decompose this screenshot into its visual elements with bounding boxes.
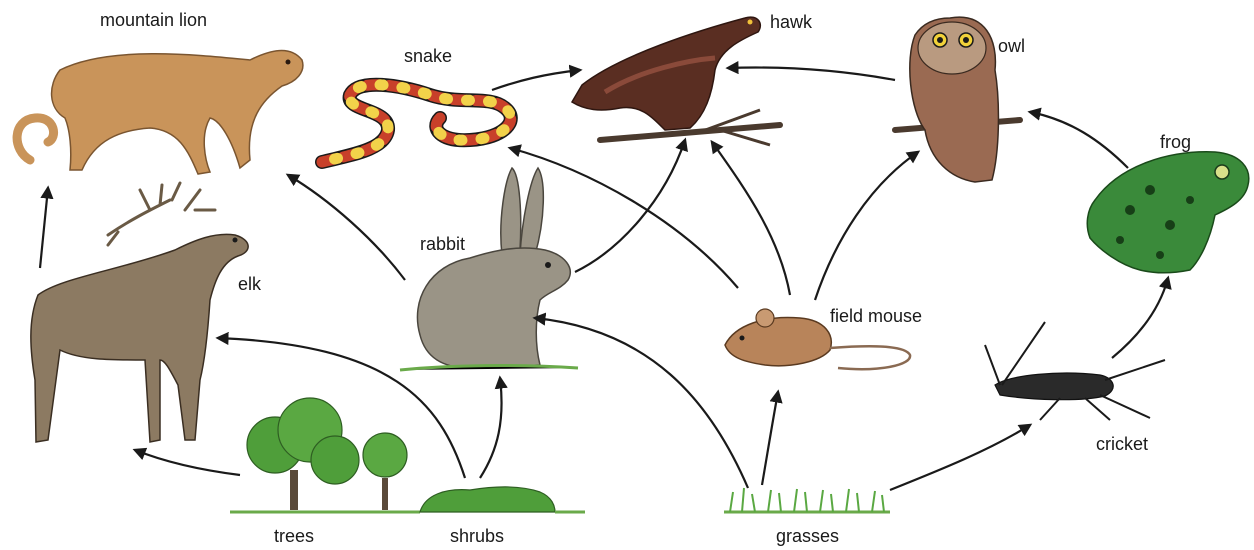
elk-illustration xyxy=(31,183,248,442)
arrow-field-mouse-to-owl xyxy=(815,152,918,300)
rabbit-illustration xyxy=(400,168,578,370)
arrow-snake-to-hawk xyxy=(492,70,580,90)
arrow-grasses-to-field-mouse xyxy=(762,392,778,485)
snake-label: snake xyxy=(404,46,452,66)
arrow-rabbit-to-hawk xyxy=(575,140,685,272)
grasses-label: grasses xyxy=(776,526,839,546)
grasses-illustration xyxy=(724,488,890,512)
mountain-lion-label: mountain lion xyxy=(100,10,207,30)
arrow-grasses-to-cricket xyxy=(890,425,1030,490)
arrow-grasses-to-rabbit xyxy=(535,318,748,488)
owl-label: owl xyxy=(998,36,1025,56)
snake-illustration xyxy=(322,85,511,162)
cricket-label: cricket xyxy=(1096,434,1148,454)
frog-illustration xyxy=(1087,152,1248,273)
arrow-owl-to-hawk xyxy=(728,68,895,81)
trees-label: trees xyxy=(274,526,314,546)
mountain-lion-illustration xyxy=(17,51,303,174)
arrow-shrubs-to-rabbit xyxy=(480,378,502,478)
shrubs-illustration xyxy=(420,487,585,512)
shrubs-label: shrubs xyxy=(450,526,504,546)
field-mouse-label: field mouse xyxy=(830,306,922,326)
rabbit-label: rabbit xyxy=(420,234,465,254)
frog-label: frog xyxy=(1160,132,1191,152)
arrow-cricket-to-frog xyxy=(1112,278,1168,358)
arrow-elk-to-mountain-lion xyxy=(40,188,48,268)
hawk-label: hawk xyxy=(770,12,813,32)
arrow-trees-to-elk xyxy=(135,450,240,475)
trees-illustration xyxy=(230,398,420,512)
elk-label: elk xyxy=(238,274,262,294)
hawk-illustration xyxy=(572,17,780,145)
arrow-frog-to-owl xyxy=(1030,112,1128,168)
arrow-rabbit-to-mountain-lion xyxy=(288,175,405,280)
cricket-illustration xyxy=(985,322,1165,420)
